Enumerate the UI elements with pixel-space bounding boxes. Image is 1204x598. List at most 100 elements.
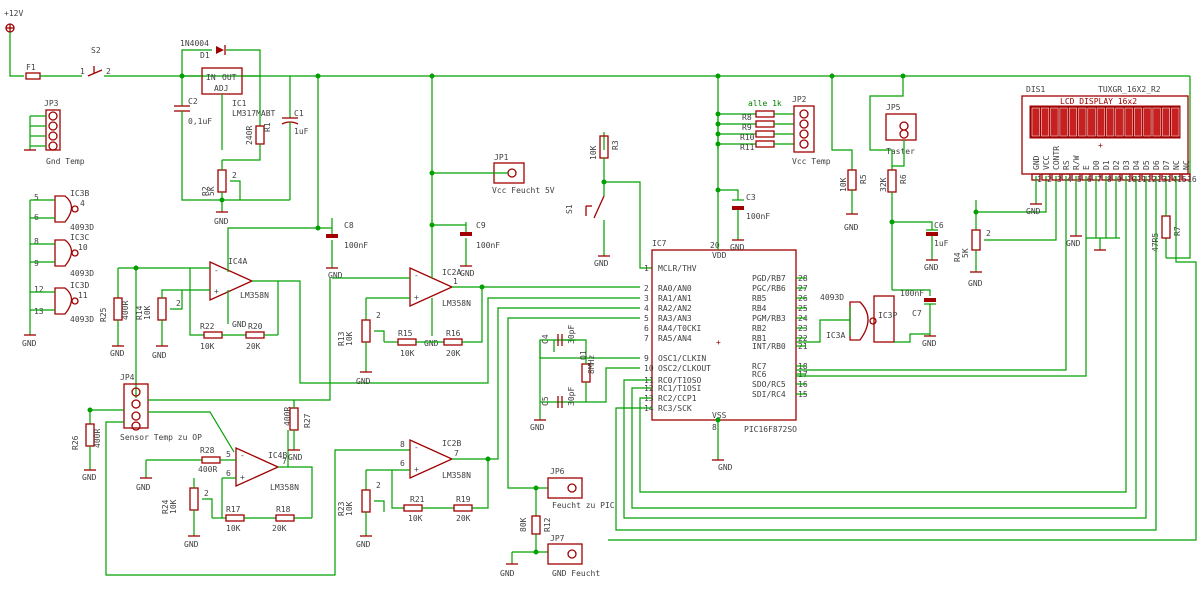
svg-text:2: 2 [106, 67, 111, 76]
pic-pin-label: OSC1/CLKIN [658, 354, 706, 363]
lcd-cell [1041, 107, 1050, 137]
svg-text:20K: 20K [246, 342, 261, 351]
pic-pin-label: SDO/RC5 [752, 380, 786, 389]
pic-pin-label: RB2 [752, 324, 767, 333]
lcd-pin-number: 2 [1047, 175, 1052, 184]
svg-text:JP5: JP5 [886, 103, 901, 112]
lcd-pin-number: 16 [1187, 175, 1197, 184]
switch-s2 [87, 69, 103, 77]
svg-text:IC3D: IC3D [70, 281, 89, 290]
svg-text:4093D: 4093D [820, 293, 844, 302]
svg-text:R23: R23 [337, 501, 346, 516]
svg-text:R17: R17 [226, 505, 241, 514]
pic-pin-label: RA3/AN3 [658, 314, 692, 323]
svg-text:1: 1 [80, 67, 85, 76]
svg-text:R27: R27 [303, 413, 312, 428]
svg-text:+: + [716, 338, 721, 347]
svg-text:400R: 400R [93, 429, 102, 448]
svg-text:8: 8 [34, 237, 39, 246]
svg-text:GND: GND [968, 279, 983, 288]
resistor-r18 [275, 514, 295, 522]
pic-pin-label: PGM/RB3 [752, 314, 786, 323]
resistor-r20 [245, 331, 265, 339]
svg-text:JP6: JP6 [550, 467, 565, 476]
resistor-r22 [203, 331, 223, 339]
svg-text:GND: GND [214, 217, 229, 226]
svg-text:GND: GND [136, 483, 151, 492]
svg-text:IC3B: IC3B [70, 189, 89, 198]
lcd-cell [1050, 107, 1059, 137]
svg-text:R15: R15 [398, 329, 413, 338]
lcd-pin [1051, 173, 1061, 181]
capacitor-c3: C3 100nF GND [715, 187, 770, 252]
resistor-r19 [453, 504, 473, 512]
pic-pin-label: RA1/AN1 [658, 294, 692, 303]
potentiometer-r24 [189, 487, 199, 511]
lcd-pin-label: D2 [1112, 160, 1121, 170]
lcd-cell [1068, 107, 1077, 137]
svg-text:R12: R12 [543, 517, 552, 532]
pic-pin-label: OSC2/CLKOUT [658, 364, 711, 373]
svg-text:R1: R1 [263, 122, 272, 132]
lcd-pin-label: D5 [1142, 160, 1151, 170]
svg-text:400R: 400R [198, 465, 217, 474]
pic-pin-number: 3 [644, 294, 649, 303]
lcd-cell [1096, 107, 1105, 137]
pic-pin-label: RC2/CCP1 [658, 394, 697, 403]
lcd-pin-number: 5 [1077, 175, 1082, 184]
svg-text:GND: GND [232, 320, 247, 329]
lcd-cell [1143, 107, 1152, 137]
pic-pin-label: RA2/AN2 [658, 304, 692, 313]
svg-text:Vcc Temp: Vcc Temp [792, 157, 831, 166]
potentiometer-r14 [157, 297, 167, 321]
lcd-cell [1078, 107, 1087, 137]
svg-text:0,1uF: 0,1uF [188, 117, 212, 126]
svg-text:VSS: VSS [712, 411, 727, 420]
svg-text:Sensor Temp zu OP: Sensor Temp zu OP [120, 433, 202, 442]
svg-text:2: 2 [176, 299, 181, 308]
svg-text:R10: R10 [740, 133, 755, 142]
lcd-pin-label: D7 [1162, 160, 1171, 170]
svg-text:400R: 400R [121, 301, 130, 320]
pic-pin-label: PGD/RB7 [752, 274, 786, 283]
svg-text:R7: R7 [1173, 226, 1182, 236]
svg-text:IC4A: IC4A [228, 257, 247, 266]
humidity-connectors: JP6 Feucht zu PIC 80K R12 GND JP7 GND Fe… [500, 317, 640, 578]
regulator-ic1: 1N4004 D1 IN OUT ADJ IC1 LM317MABT R1 24… [174, 39, 309, 226]
lcd-cell [1171, 107, 1180, 137]
svg-text:GND: GND [924, 263, 939, 272]
lcd-pin-label: CONTR [1052, 146, 1061, 170]
svg-text:100nF: 100nF [900, 289, 924, 298]
lcd-cells [1031, 107, 1180, 137]
svg-text:C2: C2 [188, 97, 198, 106]
pic-pin-label: RB5 [752, 294, 767, 303]
pic-pin-label: RC6 [752, 370, 767, 379]
svg-text:Taster: Taster [886, 147, 915, 156]
svg-text:C5: C5 [541, 396, 550, 406]
lcd-pins: GND1VCC2CONTR3RS4R/W5E6D07D18D29D310D411… [1031, 146, 1197, 184]
svg-text:80K: 80K [519, 517, 528, 532]
lcd-pin-label: D6 [1152, 160, 1161, 170]
svg-text:R22: R22 [200, 322, 215, 331]
svg-text:R28: R28 [200, 446, 215, 455]
svg-text:IC2B: IC2B [442, 439, 461, 448]
pic-pin-number: 4 [644, 304, 649, 313]
lcd-cell [1106, 107, 1115, 137]
svg-text:GND: GND [288, 453, 303, 462]
capacitor-c8: C8 100nF GND [315, 218, 368, 280]
lcd-cell [1134, 107, 1143, 137]
svg-text:GND: GND [922, 339, 937, 348]
svg-text:LM317MABT: LM317MABT [232, 109, 276, 118]
lcd-pin-label: E [1082, 165, 1091, 170]
lcd-pin-number: 9 [1117, 175, 1122, 184]
svg-text:GND: GND [328, 271, 343, 280]
svg-text:R13: R13 [337, 331, 346, 346]
svg-text:100nF: 100nF [344, 241, 368, 250]
svg-text:+: + [240, 473, 245, 482]
svg-text:LM358N: LM358N [442, 299, 471, 308]
pic-pin-label: RA4/T0CKI [658, 324, 702, 333]
svg-text:GND: GND [184, 540, 199, 549]
resistor-r28 [201, 456, 221, 464]
s2-label: S2 [91, 46, 101, 55]
svg-text:TUXGR_16X2_R2: TUXGR_16X2_R2 [1098, 85, 1161, 94]
